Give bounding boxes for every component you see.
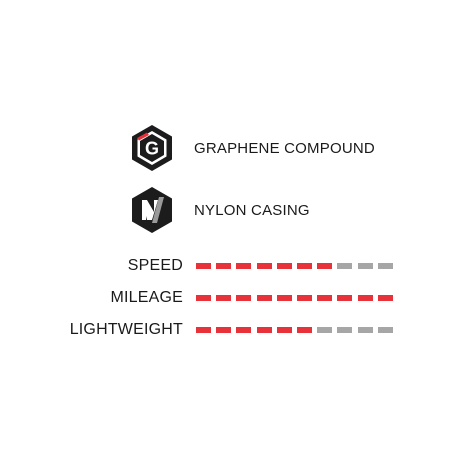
rating-segment-filled bbox=[276, 295, 292, 301]
feature-label: GRAPHENE COMPOUND bbox=[194, 139, 375, 157]
rating-segment-empty bbox=[357, 327, 373, 333]
rating-segment-filled bbox=[216, 263, 232, 269]
rating-label: MILEAGE bbox=[110, 289, 183, 306]
rating-segment-empty bbox=[357, 263, 373, 269]
rating-segment-empty bbox=[337, 327, 353, 333]
rating-segment-empty bbox=[377, 327, 393, 333]
rating-mileage: MILEAGE bbox=[40, 287, 400, 309]
rating-label: LIGHTWEIGHT bbox=[69, 321, 183, 338]
rating-segment-empty bbox=[377, 263, 393, 269]
rating-bar-lightweight bbox=[196, 327, 393, 333]
rating-lightweight: LIGHTWEIGHT bbox=[40, 319, 400, 341]
rating-segment-filled bbox=[236, 295, 252, 301]
rating-segment-filled bbox=[276, 263, 292, 269]
graphene-g-hexagon-icon: G bbox=[132, 125, 172, 171]
rating-segment-filled bbox=[317, 295, 333, 301]
rating-label: SPEED bbox=[127, 257, 183, 274]
rating-segment-filled bbox=[196, 263, 211, 269]
rating-segment-filled bbox=[216, 295, 232, 301]
rating-segment-filled bbox=[297, 327, 312, 333]
rating-segment-filled bbox=[256, 327, 272, 333]
rating-segment-filled bbox=[297, 295, 312, 301]
rating-segment-empty bbox=[337, 263, 353, 269]
rating-segment-filled bbox=[216, 327, 232, 333]
rating-segment-filled bbox=[357, 295, 373, 301]
rating-segment-empty bbox=[317, 327, 333, 333]
rating-bar-mileage bbox=[196, 295, 393, 301]
rating-bar-speed bbox=[196, 263, 393, 269]
svg-text:G: G bbox=[145, 139, 159, 159]
rating-segment-filled bbox=[317, 263, 333, 269]
rating-segment-filled bbox=[236, 263, 252, 269]
rating-segment-filled bbox=[337, 295, 353, 301]
nylon-n-hexagon-icon bbox=[132, 187, 172, 233]
rating-segment-filled bbox=[196, 327, 211, 333]
feature-nylon-casing: NYLON CASING bbox=[128, 186, 310, 234]
rating-segment-filled bbox=[196, 295, 211, 301]
rating-segment-filled bbox=[297, 263, 312, 269]
rating-segment-filled bbox=[276, 327, 292, 333]
rating-speed: SPEED bbox=[40, 255, 400, 277]
rating-segment-filled bbox=[377, 295, 393, 301]
rating-segment-filled bbox=[256, 263, 272, 269]
feature-graphene-compound: G GRAPHENE COMPOUND bbox=[128, 124, 375, 172]
feature-label: NYLON CASING bbox=[194, 201, 310, 219]
rating-segment-filled bbox=[236, 327, 252, 333]
rating-segment-filled bbox=[256, 295, 272, 301]
